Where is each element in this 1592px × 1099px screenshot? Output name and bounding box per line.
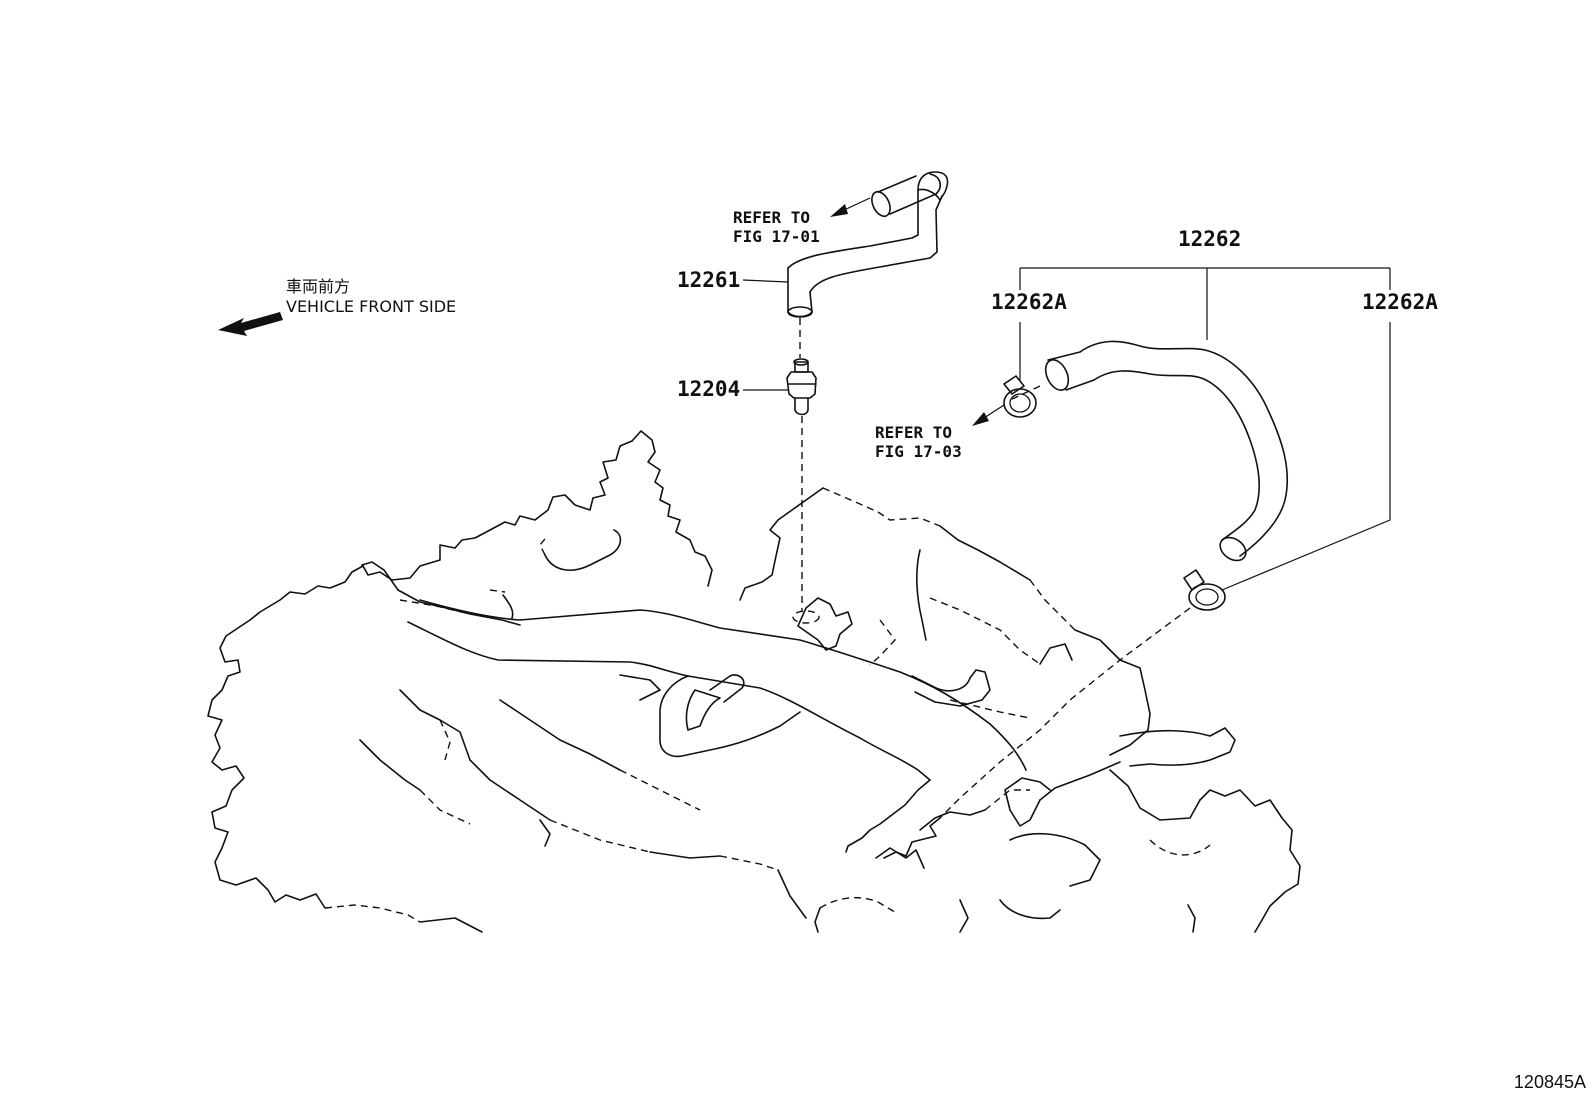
reference-arrows bbox=[830, 197, 1005, 426]
reference-note-fig-17-01: REFER TO FIG 17-01 bbox=[733, 208, 820, 246]
part-label-12262a-left: 12262A bbox=[991, 290, 1067, 314]
leader-lines bbox=[742, 267, 1391, 591]
engine-outline-lower bbox=[777, 727, 1301, 933]
reference-note-fig-17-03: REFER TO FIG 17-03 bbox=[875, 423, 962, 461]
reference-note-line1: REFER TO bbox=[733, 208, 811, 227]
reference-note-line1: REFER TO bbox=[875, 423, 953, 442]
intake-pipe bbox=[407, 599, 1027, 853]
engine-outline-right bbox=[739, 487, 1151, 831]
vehicle-front-label: 車両前方 VEHICLE FRONT SIDE bbox=[286, 277, 456, 317]
engine-outline bbox=[207, 430, 713, 933]
fitting-boss bbox=[792, 597, 853, 651]
part-label-12261: 12261 bbox=[677, 268, 741, 292]
assembly-lines bbox=[799, 318, 1191, 859]
part-label-12262: 12262 bbox=[1178, 227, 1242, 251]
reference-note-line2: FIG 17-03 bbox=[875, 442, 962, 461]
hose-12262 bbox=[1044, 340, 1289, 562]
vehicle-front-label-en: VEHICLE FRONT SIDE bbox=[286, 297, 457, 316]
clamp-right bbox=[1183, 569, 1226, 611]
engine-inner-left bbox=[359, 689, 779, 871]
reference-note-line2: FIG 17-01 bbox=[733, 227, 820, 246]
part-label-12262a-right: 12262A bbox=[1362, 290, 1438, 314]
arrow-left-icon bbox=[218, 312, 283, 336]
part-label-12204: 12204 bbox=[677, 377, 741, 401]
pcv-valve-12204 bbox=[786, 358, 817, 416]
hose-12261 bbox=[787, 171, 949, 318]
clamp-left bbox=[1003, 375, 1037, 418]
figure-id: 120845A bbox=[1513, 1072, 1586, 1092]
vehicle-front-label-jp: 車両前方 bbox=[286, 277, 351, 296]
